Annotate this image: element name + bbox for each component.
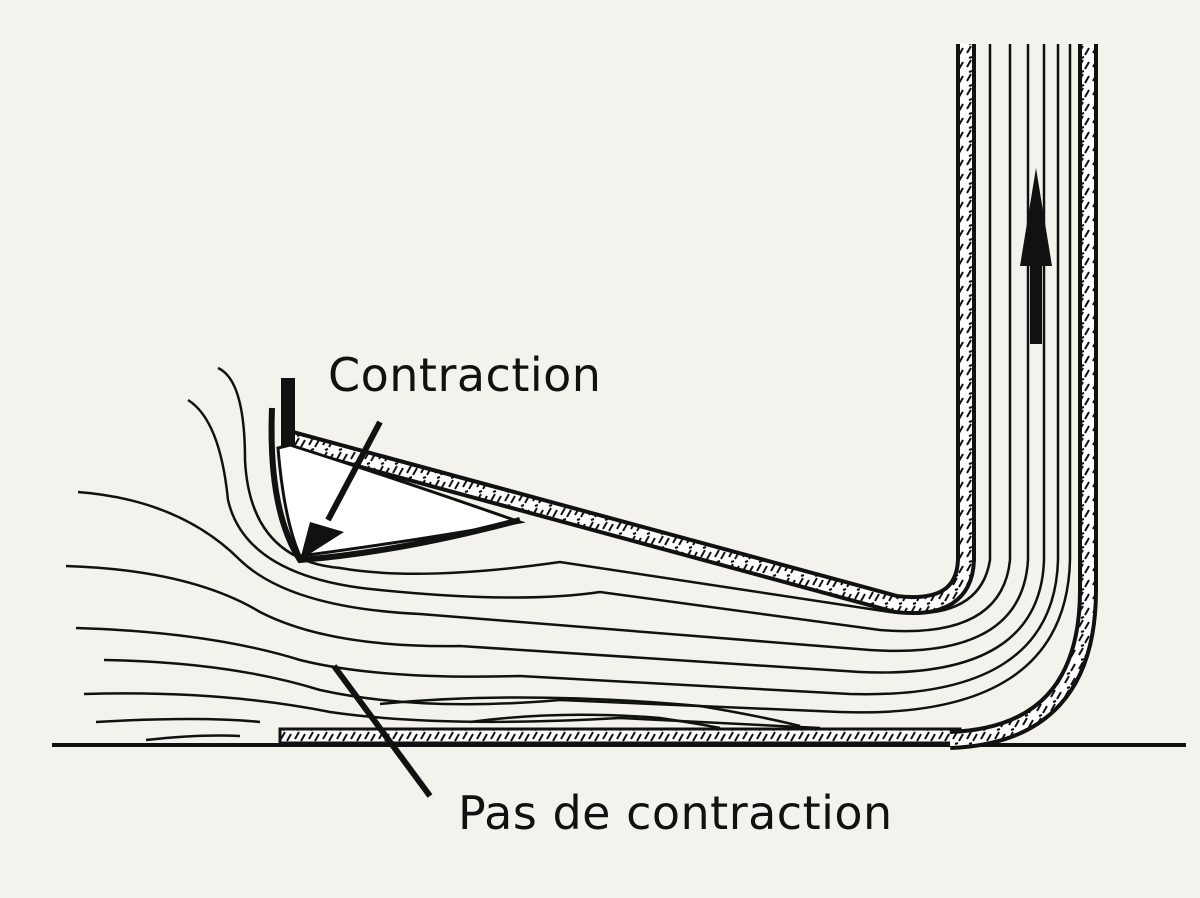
streamline <box>379 696 801 728</box>
streamline <box>103 44 1072 714</box>
streamline <box>145 734 241 742</box>
streamlines <box>65 44 1072 742</box>
contraction-label: Contraction <box>328 348 602 402</box>
streamline <box>469 713 721 730</box>
no-contraction-pointer <box>331 664 433 798</box>
no-contraction-label: Pas de contraction <box>458 786 893 840</box>
streamline <box>187 44 1012 633</box>
streamline <box>65 44 1046 674</box>
streamline <box>77 44 1030 653</box>
upper-wall-hatch <box>290 44 972 611</box>
streamline <box>83 692 821 730</box>
streamline <box>95 717 261 724</box>
streamline <box>75 44 1060 696</box>
flow-direction-arrow <box>1020 168 1052 344</box>
outer-wall-hatch <box>949 44 1094 746</box>
contraction-pointer-arrow <box>300 420 383 560</box>
streamline <box>217 44 992 615</box>
contraction-boundary <box>268 407 521 564</box>
